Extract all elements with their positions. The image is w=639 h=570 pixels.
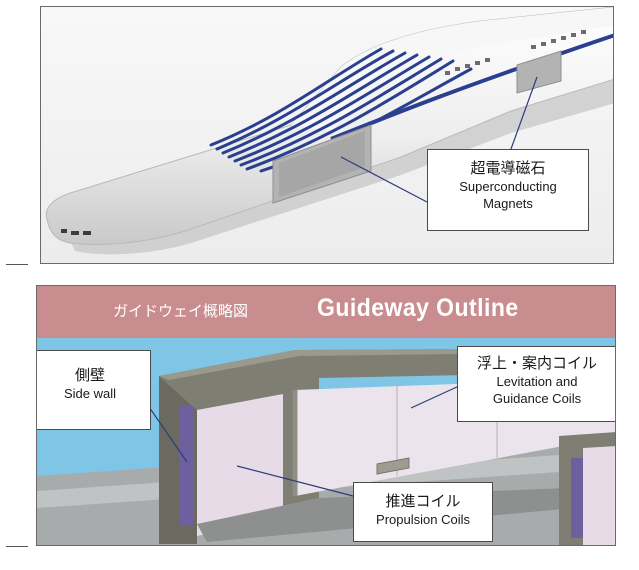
levitation-coil-face <box>197 394 283 536</box>
propulsion-coil-strip <box>179 406 193 526</box>
callout-magnets-jp: 超電導磁石 <box>470 159 546 177</box>
margin-tick-top <box>6 264 28 265</box>
banner-title-jp: ガイドウェイ概略図 <box>113 302 249 320</box>
callout-magnets-en-2: Magnets <box>483 196 533 211</box>
callout-magnets-en-1: Superconducting <box>459 179 557 194</box>
callout-propulsion-coils: 推進コイル Propulsion Coils <box>353 482 493 542</box>
callout-levitation-jp: 浮上・案内コイル <box>476 354 597 372</box>
title-banner <box>37 286 615 338</box>
callout-levitation-en-1: Levitation and <box>496 374 578 389</box>
margin-tick-bottom <box>6 546 28 547</box>
banner-title-en: Guideway Outline <box>317 294 519 322</box>
guideway-illustration <box>37 286 615 545</box>
train-illustration <box>41 7 613 263</box>
callout-propulsion-jp: 推進コイル <box>385 492 461 510</box>
train-windows <box>445 30 586 75</box>
callout-side-wall-en: Side wall <box>63 386 117 401</box>
guideway-figure: ガイドウェイ概略図 Guideway Outline 側壁 Side wall … <box>36 285 616 546</box>
callout-levitation-guidance-coils: 浮上・案内コイル Levitation and Guidance Coils <box>457 346 615 422</box>
callout-propulsion-en: Propulsion Coils <box>376 512 470 527</box>
callout-superconducting-magnets: 超電導磁石 Superconducting Magnets <box>427 149 589 231</box>
magnet-housing-rear <box>516 50 562 94</box>
callout-side-wall: 側壁 Side wall <box>37 350 151 430</box>
callout-levitation-en-2: Guidance Coils <box>492 391 582 406</box>
train-figure: 超電導磁石 Superconducting Magnets <box>40 6 614 264</box>
callout-side-wall-jp: 側壁 <box>74 366 105 384</box>
nose-vents <box>61 229 91 235</box>
